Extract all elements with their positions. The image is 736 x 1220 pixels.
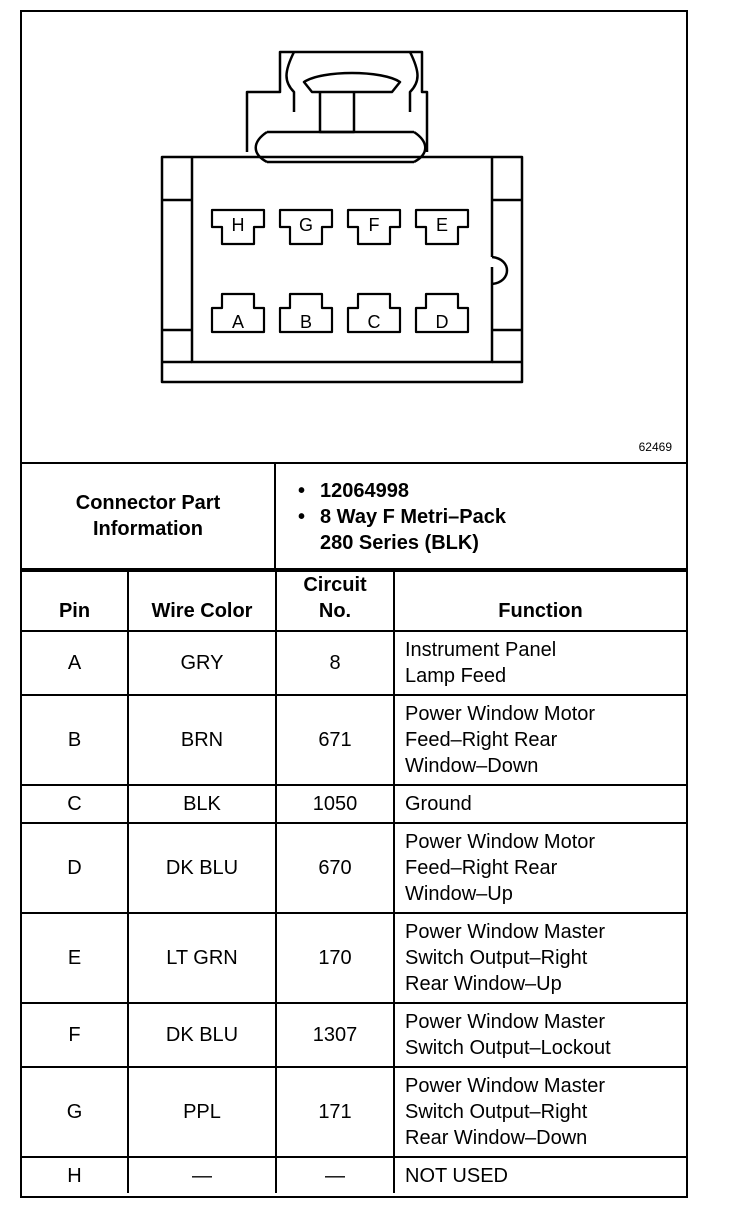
circuit-cell: —	[275, 1156, 395, 1193]
pin-cell: E	[22, 912, 129, 1004]
connector-face-drawing: H G F E A B C D	[160, 50, 524, 384]
connector-info-label-line1: Connector Part	[75, 492, 221, 514]
table-row: C BLK 1050 Ground	[22, 784, 686, 824]
part-number-item: • 12064998	[298, 478, 686, 504]
pin-cell: A	[22, 630, 129, 696]
connector-series: 280 Series (BLK)	[320, 532, 479, 554]
connector-part-info: Connector Part Information • 12064998 • …	[22, 462, 686, 570]
cavity-label-h: H	[232, 215, 245, 235]
wire-color-cell: PPL	[127, 1066, 277, 1158]
cavity-label-b: B	[300, 312, 312, 332]
pin-table: Pin Wire Color Circuit No. Function A GR…	[22, 570, 686, 1193]
connector-info-label: Connector Part Information	[22, 464, 276, 568]
table-row: F DK BLU 1307 Power Window Master Switch…	[22, 1002, 686, 1068]
connector-series-item: 280 Series (BLK)	[320, 530, 686, 556]
pin-cell: C	[22, 784, 129, 824]
table-row: G PPL 171 Power Window Master Switch Out…	[22, 1066, 686, 1158]
function-cell: Power Window Motor Feed–Right Rear Windo…	[393, 694, 686, 786]
function-cell: Ground	[393, 784, 686, 824]
connector-type-item: • 8 Way F Metri–Pack	[298, 504, 686, 530]
connector-type: 8 Way F Metri–Pack	[320, 506, 507, 528]
table-row: H — — NOT USED	[22, 1156, 686, 1193]
function-cell: Power Window Master Switch Output–Lockou…	[393, 1002, 686, 1068]
wire-color-cell: —	[127, 1156, 277, 1193]
header-wire-color: Wire Color	[127, 570, 277, 632]
table-row: A GRY 8 Instrument Panel Lamp Feed	[22, 630, 686, 696]
bullet-icon: •	[298, 506, 306, 528]
wire-color-cell: DK BLU	[127, 1002, 277, 1068]
wire-color-cell: DK BLU	[127, 822, 277, 914]
cavity-label-g: G	[299, 215, 313, 235]
circuit-cell: 1307	[275, 1002, 395, 1068]
connector-info-label-line2: Information	[93, 518, 203, 540]
connector-sheet: H G F E A B C D 62469 Connector Part Inf…	[20, 10, 688, 1198]
pin-cell: F	[22, 1002, 129, 1068]
pin-cell: G	[22, 1066, 129, 1158]
pin-cell: D	[22, 822, 129, 914]
function-cell: Power Window Master Switch Output–Right …	[393, 1066, 686, 1158]
circuit-cell: 171	[275, 1066, 395, 1158]
header-circuit-line1: Circuit	[303, 574, 367, 596]
cavity-label-a: A	[232, 312, 244, 332]
cavity-label-c: C	[368, 312, 381, 332]
wire-color-cell: GRY	[127, 630, 277, 696]
cavity-label-e: E	[436, 215, 448, 235]
header-function: Function	[393, 570, 686, 632]
wire-color-cell: LT GRN	[127, 912, 277, 1004]
function-cell: Power Window Motor Feed–Right Rear Windo…	[393, 822, 686, 914]
wire-color-cell: BRN	[127, 694, 277, 786]
connector-diagram: H G F E A B C D 62469	[22, 12, 686, 462]
bullet-icon: •	[298, 480, 306, 502]
function-cell: Instrument Panel Lamp Feed	[393, 630, 686, 696]
circuit-cell: 1050	[275, 784, 395, 824]
function-cell: NOT USED	[393, 1156, 686, 1193]
wire-color-cell: BLK	[127, 784, 277, 824]
pin-cell: H	[22, 1156, 129, 1193]
connector-info-items: • 12064998 • 8 Way F Metri–Pack 280 Seri…	[276, 464, 686, 568]
figure-number: 62469	[638, 440, 672, 454]
header-circuit: Circuit No.	[275, 570, 395, 632]
circuit-cell: 8	[275, 630, 395, 696]
table-row: D DK BLU 670 Power Window Motor Feed–Rig…	[22, 822, 686, 914]
pin-cell: B	[22, 694, 129, 786]
pin-table-header: Pin Wire Color Circuit No. Function	[22, 570, 686, 632]
function-cell: Power Window Master Switch Output–Right …	[393, 912, 686, 1004]
cavity-label-d: D	[436, 312, 449, 332]
table-row: E LT GRN 170 Power Window Master Switch …	[22, 912, 686, 1004]
table-row: B BRN 671 Power Window Motor Feed–Right …	[22, 694, 686, 786]
header-pin: Pin	[22, 570, 129, 632]
circuit-cell: 170	[275, 912, 395, 1004]
circuit-cell: 671	[275, 694, 395, 786]
header-circuit-line2: No.	[318, 600, 352, 622]
cavity-label-f: F	[369, 215, 380, 235]
circuit-cell: 670	[275, 822, 395, 914]
part-number: 12064998	[320, 480, 409, 502]
